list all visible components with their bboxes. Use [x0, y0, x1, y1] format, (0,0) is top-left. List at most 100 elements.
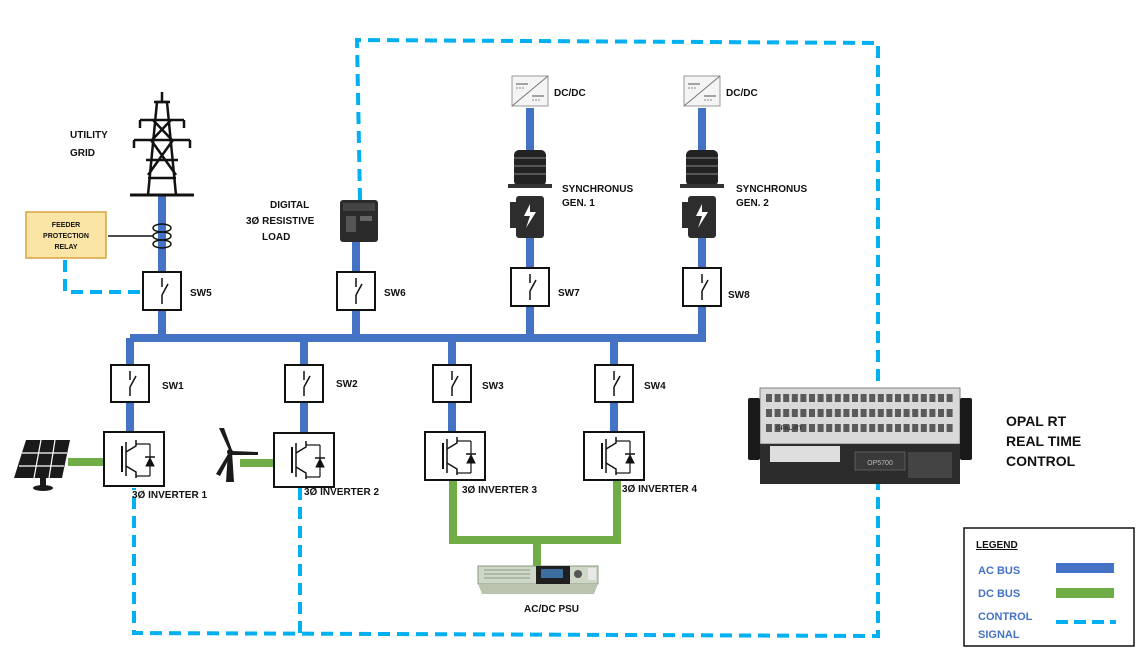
solar-panel-icon	[14, 439, 70, 491]
opal-rt-port	[843, 424, 850, 432]
dcdc-1-label: DC/DC	[554, 88, 586, 99]
utility-grid-label-2: GRID	[70, 148, 95, 159]
opal-rt-port	[783, 424, 790, 432]
control-loop-bottom	[132, 478, 880, 639]
legend-dc-bus-swatch	[1056, 588, 1114, 598]
opal-rt-port	[929, 424, 936, 432]
opal-rt-port	[860, 424, 867, 432]
opal-rt-port	[852, 394, 858, 402]
inverter-1-icon	[103, 431, 165, 487]
opal-rt-port	[809, 409, 815, 417]
relay-label-2: PROTECTION	[43, 233, 89, 240]
opal-rt-port	[895, 424, 901, 432]
load-label-3: LOAD	[262, 232, 290, 243]
transmission-tower-icon	[130, 92, 194, 197]
inverter-1-label: 3Ø INVERTER 1	[132, 490, 207, 501]
opal-rt-port	[895, 394, 901, 402]
current-transformer-icon	[108, 223, 172, 249]
switch-sw7	[510, 267, 550, 307]
opal-rt-port	[852, 409, 858, 417]
opal-rt-port	[791, 424, 798, 432]
opal-rt-port	[817, 424, 824, 432]
legend: LEGEND AC BUS DC BUS CONTROL SIGNAL	[963, 527, 1135, 647]
switch-sw5	[142, 271, 182, 311]
opal-rt-port	[938, 409, 944, 417]
sw3-label: SW3	[482, 381, 504, 392]
inverter-2-icon	[273, 432, 335, 488]
switch-sw1	[110, 364, 150, 403]
opal-rt-port	[791, 394, 798, 402]
opal-rt-port	[766, 424, 772, 432]
switch-sw8	[682, 267, 722, 307]
opal-rt-port	[800, 394, 807, 402]
opal-rt-port	[860, 409, 867, 417]
control-signal-lines	[63, 37, 880, 639]
opal-rt-label-2: REAL TIME	[1006, 433, 1081, 449]
motor-generator-2-icon	[680, 150, 724, 238]
opal-rt-port	[903, 424, 910, 432]
ac-bus-lines	[126, 108, 706, 432]
resistive-load-icon	[340, 200, 378, 242]
opal-rt-port	[783, 394, 790, 402]
sw7-label: SW7	[558, 288, 580, 299]
opal-rt-port	[886, 394, 893, 402]
opal-rt-brand: OPAL-RT	[776, 426, 803, 432]
legend-ac-bus-label: AC BUS	[978, 565, 1020, 577]
opal-rt-port	[834, 424, 841, 432]
opal-rt-port	[946, 409, 953, 417]
opal-rt-port	[938, 394, 944, 402]
switch-sw4	[594, 364, 634, 403]
sw4-label: SW4	[644, 381, 666, 392]
opal-rt-port	[912, 409, 919, 417]
inverter-3-icon	[424, 431, 486, 481]
opal-rt-port	[774, 394, 781, 402]
inverter-4-label: 3Ø INVERTER 4	[622, 484, 697, 495]
opal-rt-port	[783, 409, 790, 417]
opal-rt-port	[920, 424, 927, 432]
opal-rt-port	[809, 394, 815, 402]
opal-rt-port	[903, 409, 910, 417]
switch-sw6	[336, 271, 376, 311]
opal-rt-port	[834, 394, 841, 402]
dcdc-2-label: DC/DC	[726, 88, 758, 99]
opal-rt-port	[869, 409, 876, 417]
legend-title: LEGEND	[976, 540, 1018, 551]
opal-rt-port	[938, 424, 944, 432]
switch-sw3	[432, 364, 472, 403]
opal-rt-port	[946, 394, 953, 402]
load-label-1: DIGITAL	[270, 200, 309, 211]
opal-rt-port	[920, 409, 927, 417]
legend-ac-bus-swatch	[1056, 563, 1114, 573]
legend-dc-bus-label: DC BUS	[978, 588, 1020, 600]
opal-rt-port	[766, 394, 772, 402]
opal-rt-port	[809, 424, 815, 432]
opal-rt-port	[869, 424, 876, 432]
opal-rt-port	[766, 409, 772, 417]
wind-turbine-icon	[216, 428, 258, 482]
opal-rt-port	[774, 424, 781, 432]
opal-rt-port	[895, 409, 901, 417]
opal-rt-port	[800, 409, 807, 417]
legend-control-label-1: CONTROL	[978, 611, 1033, 623]
opal-rt-port	[791, 409, 798, 417]
opal-rt-port	[860, 394, 867, 402]
opal-rt-port	[852, 424, 858, 432]
opal-rt-port	[877, 424, 884, 432]
sw6-label: SW6	[384, 288, 406, 299]
opal-rt-ports	[766, 394, 953, 432]
opal-rt-model: OP5700	[867, 460, 893, 467]
opal-rt-port	[843, 409, 850, 417]
opal-rt-port	[912, 394, 919, 402]
opal-rt-port	[843, 394, 850, 402]
gen1-label-2: GEN. 1	[562, 198, 595, 209]
gen2-label-2: GEN. 2	[736, 198, 769, 209]
control-relay-link	[63, 260, 143, 294]
opal-rt-port	[886, 409, 893, 417]
opal-rt-port	[886, 424, 893, 432]
opal-rt-port	[826, 424, 833, 432]
opal-rt-port	[826, 409, 833, 417]
legend-control-label-2: SIGNAL	[978, 629, 1020, 641]
opal-rt-port	[826, 394, 833, 402]
relay-label-3: RELAY	[54, 244, 77, 251]
